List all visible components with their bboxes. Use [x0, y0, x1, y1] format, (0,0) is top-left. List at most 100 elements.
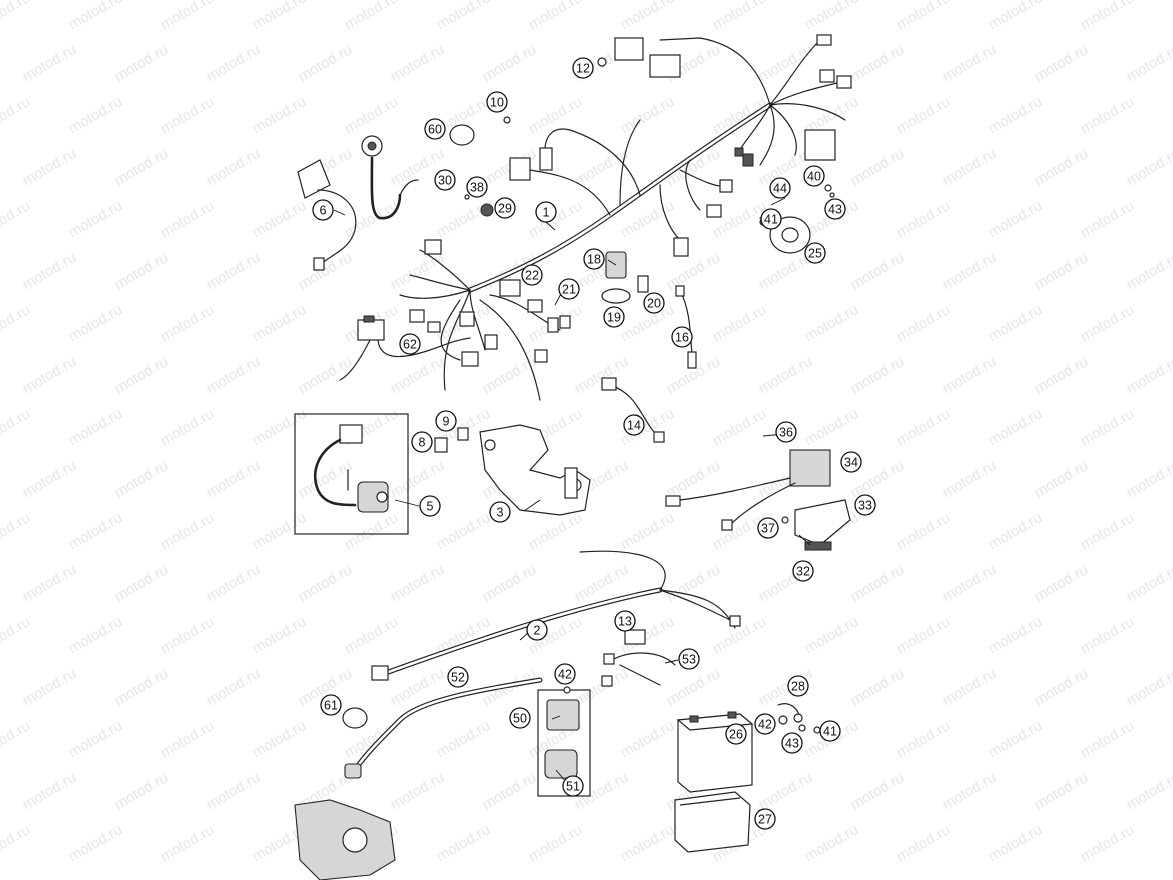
watermark-text: motod.ru	[618, 0, 678, 33]
watermark-text: motod.ru	[250, 197, 310, 241]
watermark-text: motod.ru	[1078, 301, 1138, 345]
watermark-text: motod.ru	[204, 457, 264, 501]
watermark-text: motod.ru	[250, 0, 310, 33]
watermark-text: motod.ru	[894, 93, 954, 137]
watermark-text: motod.ru	[848, 145, 908, 189]
callout-relay-holder-51-circle	[562, 775, 584, 797]
watermark-text: motod.ru	[66, 405, 126, 449]
callout-clip-44-label: 44	[773, 182, 787, 196]
watermark-text: motod.ru	[342, 613, 402, 657]
watermark-text: motod.ru	[894, 717, 954, 761]
watermark-text: motod.ru	[940, 665, 1000, 709]
callout-starter-cable-52-label: 52	[451, 671, 465, 685]
watermark-text: motod.ru	[986, 0, 1046, 33]
watermark-text: motod.ru	[802, 821, 862, 865]
callout-starter-cable-52: 52	[447, 666, 469, 688]
watermark-text: motod.ru	[112, 249, 172, 293]
callout-rubber-holder-19-circle	[603, 306, 625, 328]
watermark-text: motod.ru	[434, 509, 494, 553]
callout-cable-62-label: 62	[403, 338, 417, 352]
watermark-text: motod.ru	[1170, 717, 1173, 761]
callout-screw-41-top-circle	[760, 208, 782, 230]
electrical-bracket-3	[479, 424, 591, 516]
watermark-text: motod.ru	[66, 93, 126, 137]
callout-screw-41-bottom-label: 41	[823, 725, 837, 739]
callout-layer: 1235689101213141618192021222526272829303…	[312, 57, 876, 830]
callout-screw-30-circle	[434, 169, 456, 191]
callout-regulator-bracket-33: 33	[854, 494, 876, 516]
flasher-relay-group	[601, 251, 649, 304]
watermark-text: motod.ru	[0, 405, 33, 449]
watermark-text: motod.ru	[618, 93, 678, 137]
watermark-text: motod.ru	[296, 457, 356, 501]
relay-8-clip-9	[434, 427, 469, 453]
callout-cable-tie-60-circle	[424, 118, 446, 140]
watermark-text: motod.ru	[1032, 145, 1092, 189]
watermark-text: motod.ru	[986, 93, 1046, 137]
watermark-text: motod.ru	[894, 613, 954, 657]
callout-sensor-14: 14	[623, 414, 645, 436]
callout-washer-43-bottom-circle	[781, 732, 803, 754]
callout-electrical-bracket-label: 3	[497, 506, 504, 520]
watermark-text: motod.ru	[986, 509, 1046, 553]
callout-fuse-box-22-label: 22	[525, 269, 539, 283]
watermark-text: motod.ru	[296, 41, 356, 85]
callout-fuse-holder-13: 13	[614, 610, 636, 632]
callout-nut-38-label: 38	[470, 181, 484, 195]
watermark-text: motod.ru	[1124, 457, 1173, 501]
watermark-text: motod.ru	[0, 717, 33, 761]
callout-main-wiring-harness: 1	[535, 201, 557, 223]
watermark-text: motod.ru	[158, 821, 218, 865]
callout-washer-43-top-circle	[824, 198, 846, 220]
watermark-text: motod.ru	[710, 405, 770, 449]
ignition-lock	[361, 135, 419, 220]
watermark-text: motod.ru	[112, 353, 172, 397]
watermark-text: motod.ru	[20, 457, 80, 501]
callout-fuse-cable-53: 53	[678, 648, 700, 670]
callout-nut-42-right-label: 42	[758, 718, 772, 732]
watermark-text: motod.ru	[1078, 197, 1138, 241]
watermark-text: motod.ru	[296, 249, 356, 293]
callout-washer-40-label: 40	[807, 170, 821, 184]
watermark-text: motod.ru	[1170, 405, 1173, 449]
callout-ground-cable-28-circle	[787, 675, 809, 697]
fuse-cable-53	[601, 629, 676, 687]
watermark-text: motod.ru	[204, 145, 264, 189]
callout-rubber-pad-32: 32	[792, 560, 814, 582]
callout-voltage-regulator-34: 34	[840, 451, 862, 473]
watermark-text: motod.ru	[1032, 353, 1092, 397]
watermark-text: motod.ru	[1078, 509, 1138, 553]
callout-battery-cable-harness-label: 2	[534, 624, 541, 638]
callout-battery-case-27-label: 27	[758, 813, 772, 827]
watermark-text: motod.ru	[1078, 93, 1138, 137]
callout-light-switch-label: 6	[320, 204, 327, 218]
watermark-text: motod.ru	[526, 0, 586, 33]
callout-connector-12: 12	[572, 57, 594, 79]
callout-rubber-pad-32-label: 32	[796, 565, 810, 579]
callout-flasher-relay-18-label: 18	[587, 253, 601, 267]
switch-assembly-box	[294, 413, 409, 535]
watermark-text: motod.ru	[112, 665, 172, 709]
callout-sensor-16-label: 16	[675, 331, 689, 345]
callout-voltage-regulator-34-circle	[840, 451, 862, 473]
watermark-text: motod.ru	[112, 561, 172, 605]
regulator-group	[665, 449, 851, 551]
callout-fuse-holder-13-circle	[614, 610, 636, 632]
callout-battery-cable-harness: 2	[526, 619, 548, 641]
callout-horn-25: 25	[804, 242, 826, 264]
callout-screw-41-top-label: 41	[764, 213, 778, 227]
watermark-text: motod.ru	[112, 41, 172, 85]
watermark-text: motod.ru	[756, 353, 816, 397]
callout-cable-tie-60-label: 60	[428, 123, 442, 137]
watermark-text: motod.ru	[526, 509, 586, 553]
callout-light-switch: 6	[312, 199, 334, 221]
callout-grommet-29-label: 29	[498, 202, 512, 216]
watermark-text: motod.ru	[802, 0, 862, 33]
starter-relay-box	[537, 689, 591, 797]
parts-drawings	[294, 34, 852, 880]
watermark-text: motod.ru	[940, 41, 1000, 85]
watermark-text: motod.ru	[802, 301, 862, 345]
callout-clip-9-label: 9	[443, 415, 450, 429]
callout-screw-41-bottom-circle	[819, 720, 841, 742]
watermark-text: motod.ru	[1124, 769, 1173, 813]
